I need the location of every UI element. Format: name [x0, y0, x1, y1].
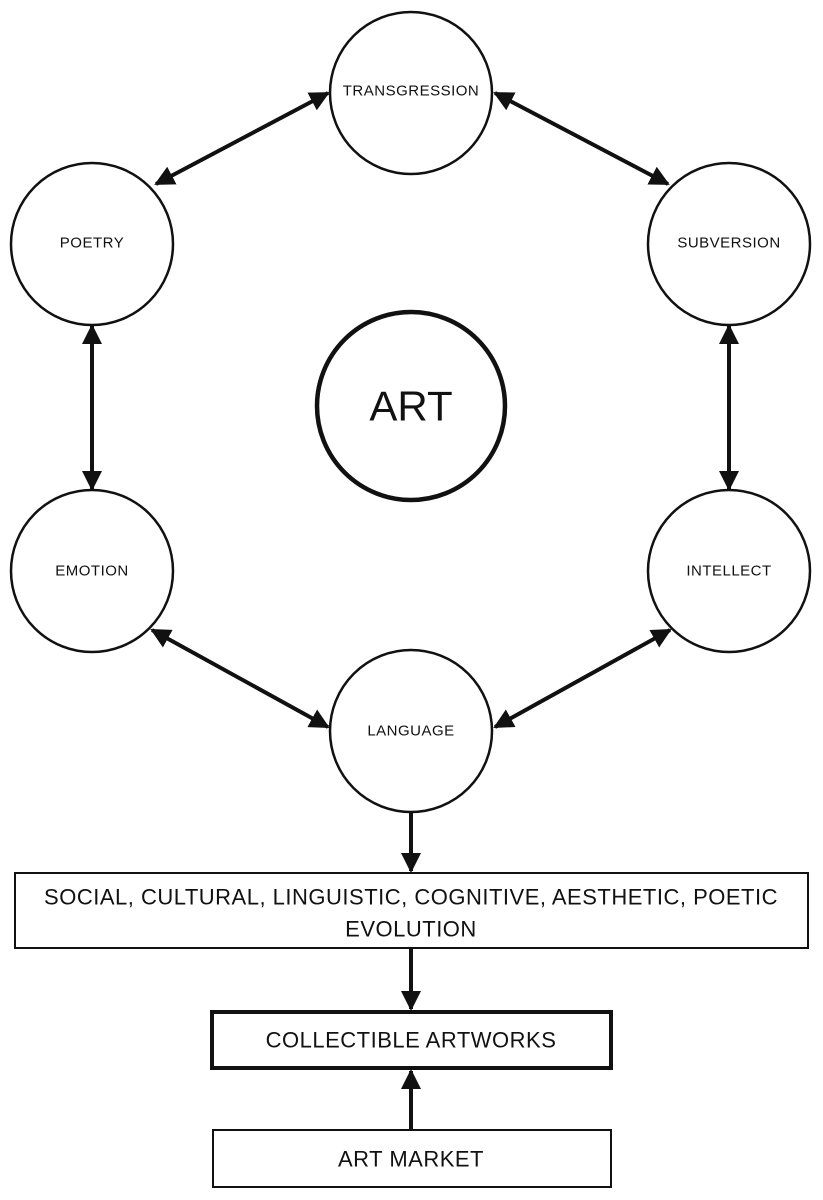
center-label: ART — [369, 383, 452, 430]
market-label: ART MARKET — [338, 1147, 484, 1172]
node-label: POETRY — [60, 235, 124, 252]
node-art-center: ART — [314, 309, 508, 503]
node-transgression: TRANSGRESSION — [328, 10, 494, 176]
arrow-intellect-language — [493, 628, 672, 729]
evolution-line-1: SOCIAL, CULTURAL, LINGUISTIC, COGNITIVE,… — [44, 885, 778, 910]
box-evolution: SOCIAL, CULTURAL, LINGUISTIC, COGNITIVE,… — [14, 872, 809, 949]
node-intellect: INTELLECT — [646, 488, 812, 654]
node-label: EMOTION — [55, 563, 129, 580]
arrow-transgression-subversion — [493, 91, 670, 186]
box-art-market: ART MARKET — [212, 1129, 612, 1188]
collectible-label: COLLECTIBLE ARTWORKS — [266, 1028, 557, 1053]
node-label: SUBVERSION — [677, 235, 780, 252]
node-label: LANGUAGE — [367, 723, 454, 740]
node-language: LANGUAGE — [328, 648, 494, 814]
node-poetry: POETRY — [9, 161, 175, 327]
arrow-emotion-language — [150, 628, 330, 729]
evolution-line-2: EVOLUTION — [345, 917, 477, 942]
node-subversion: SUBVERSION — [646, 161, 812, 327]
node-label: TRANSGRESSION — [343, 83, 480, 100]
box-collectible-artworks: COLLECTIBLE ARTWORKS — [210, 1010, 613, 1070]
node-label: INTELLECT — [686, 563, 771, 580]
arrow-poetry-transgression — [154, 91, 330, 186]
node-emotion: EMOTION — [9, 488, 175, 654]
